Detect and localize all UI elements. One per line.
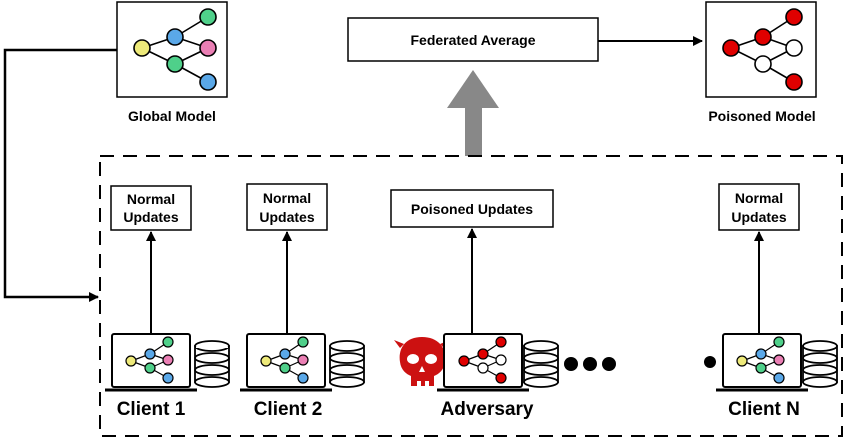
- poisoned-updates-box: [390, 189, 554, 228]
- poisoned-model-card: [705, 1, 817, 98]
- client-1-label: Client 1: [117, 399, 186, 420]
- client-n-label: Client N: [728, 399, 800, 420]
- client-network-icon: [260, 336, 309, 384]
- client-2-group: Normal Updates Client 2: [240, 183, 365, 420]
- global-model-label: Global Model: [128, 108, 216, 124]
- database-icon: [802, 340, 838, 388]
- aggregation-arrow: [447, 70, 499, 156]
- database-icon: [523, 340, 559, 388]
- database-icon: [194, 340, 230, 388]
- global-model-card: [116, 1, 228, 98]
- poisoned-model-network-icon: [722, 8, 803, 91]
- normal-updates-line1: Normal: [735, 190, 783, 206]
- client-network-icon: [125, 336, 174, 384]
- normal-updates-line2: Updates: [259, 209, 314, 225]
- client-n-group: Normal Updates Client N: [716, 183, 838, 420]
- federated-average-box: [347, 17, 599, 62]
- normal-updates-box-n: [718, 183, 800, 231]
- laptop-icon: [240, 333, 332, 392]
- laptop-icon: [716, 333, 808, 392]
- client-2-label: Client 2: [254, 399, 323, 420]
- poisoned-model-label: Poisoned Model: [708, 108, 815, 124]
- global-model-connector: [3, 48, 117, 302]
- normal-updates-box-2: [246, 183, 328, 231]
- database-icon: [329, 340, 365, 388]
- federated-average-label: Federated Average: [410, 32, 535, 48]
- normal-updates-line1: Normal: [263, 190, 311, 206]
- normal-updates-line2: Updates: [731, 209, 786, 225]
- adversary-group: Poisoned Updates: [390, 189, 559, 420]
- clients-container: [99, 155, 843, 437]
- ellipsis-dots: [564, 356, 716, 371]
- normal-updates-box-1: [110, 185, 192, 231]
- adversary-network-icon: [458, 336, 507, 384]
- poisoned-updates-label: Poisoned Updates: [411, 201, 533, 217]
- laptop-icon: [105, 333, 197, 392]
- laptop-icon: [437, 333, 529, 392]
- global-model-network-icon: [133, 8, 217, 91]
- client-1-group: Normal Updates Client 1: [105, 185, 230, 420]
- client-network-icon: [736, 336, 785, 384]
- normal-updates-line1: Normal: [127, 191, 175, 207]
- normal-updates-line2: Updates: [123, 209, 178, 225]
- adversary-label: Adversary: [441, 399, 534, 420]
- skull-icon: [394, 337, 450, 386]
